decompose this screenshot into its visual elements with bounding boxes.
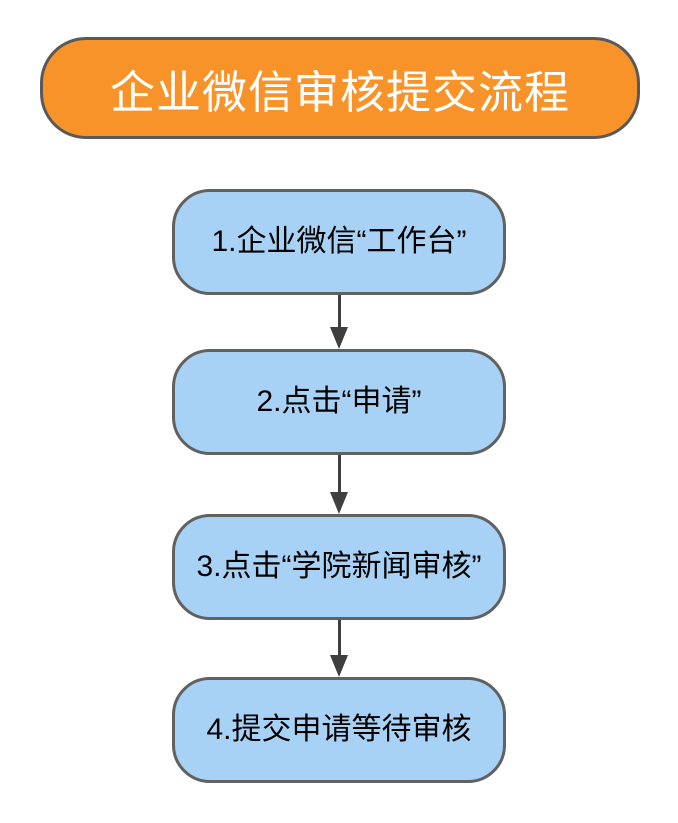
flow-step-2: 2.点击“申请”: [172, 349, 506, 455]
arrow-down-icon: [330, 620, 348, 677]
arrow-head: [330, 492, 348, 514]
flowchart-title: 企业微信审核提交流程: [40, 37, 640, 139]
arrow-shaft: [337, 620, 341, 663]
flow-step-3: 3.点击“学院新闻审核”: [172, 514, 506, 620]
arrow-head: [330, 655, 348, 677]
flow-step-2-label: 2.点击“申请”: [256, 385, 422, 418]
arrow-down-icon: [330, 295, 348, 349]
arrow-shaft: [337, 455, 341, 500]
flow-step-3-label: 3.点击“学院新闻审核”: [196, 550, 482, 583]
arrow-shaft: [337, 295, 341, 335]
arrow-head: [330, 327, 348, 349]
flow-step-4-label: 4.提交申请等待审核: [206, 713, 472, 746]
flow-step-1: 1.企业微信“工作台”: [172, 189, 506, 295]
flow-step-4: 4.提交申请等待审核: [172, 677, 506, 783]
flow-step-1-label: 1.企业微信“工作台”: [211, 225, 467, 258]
arrow-down-icon: [330, 455, 348, 514]
